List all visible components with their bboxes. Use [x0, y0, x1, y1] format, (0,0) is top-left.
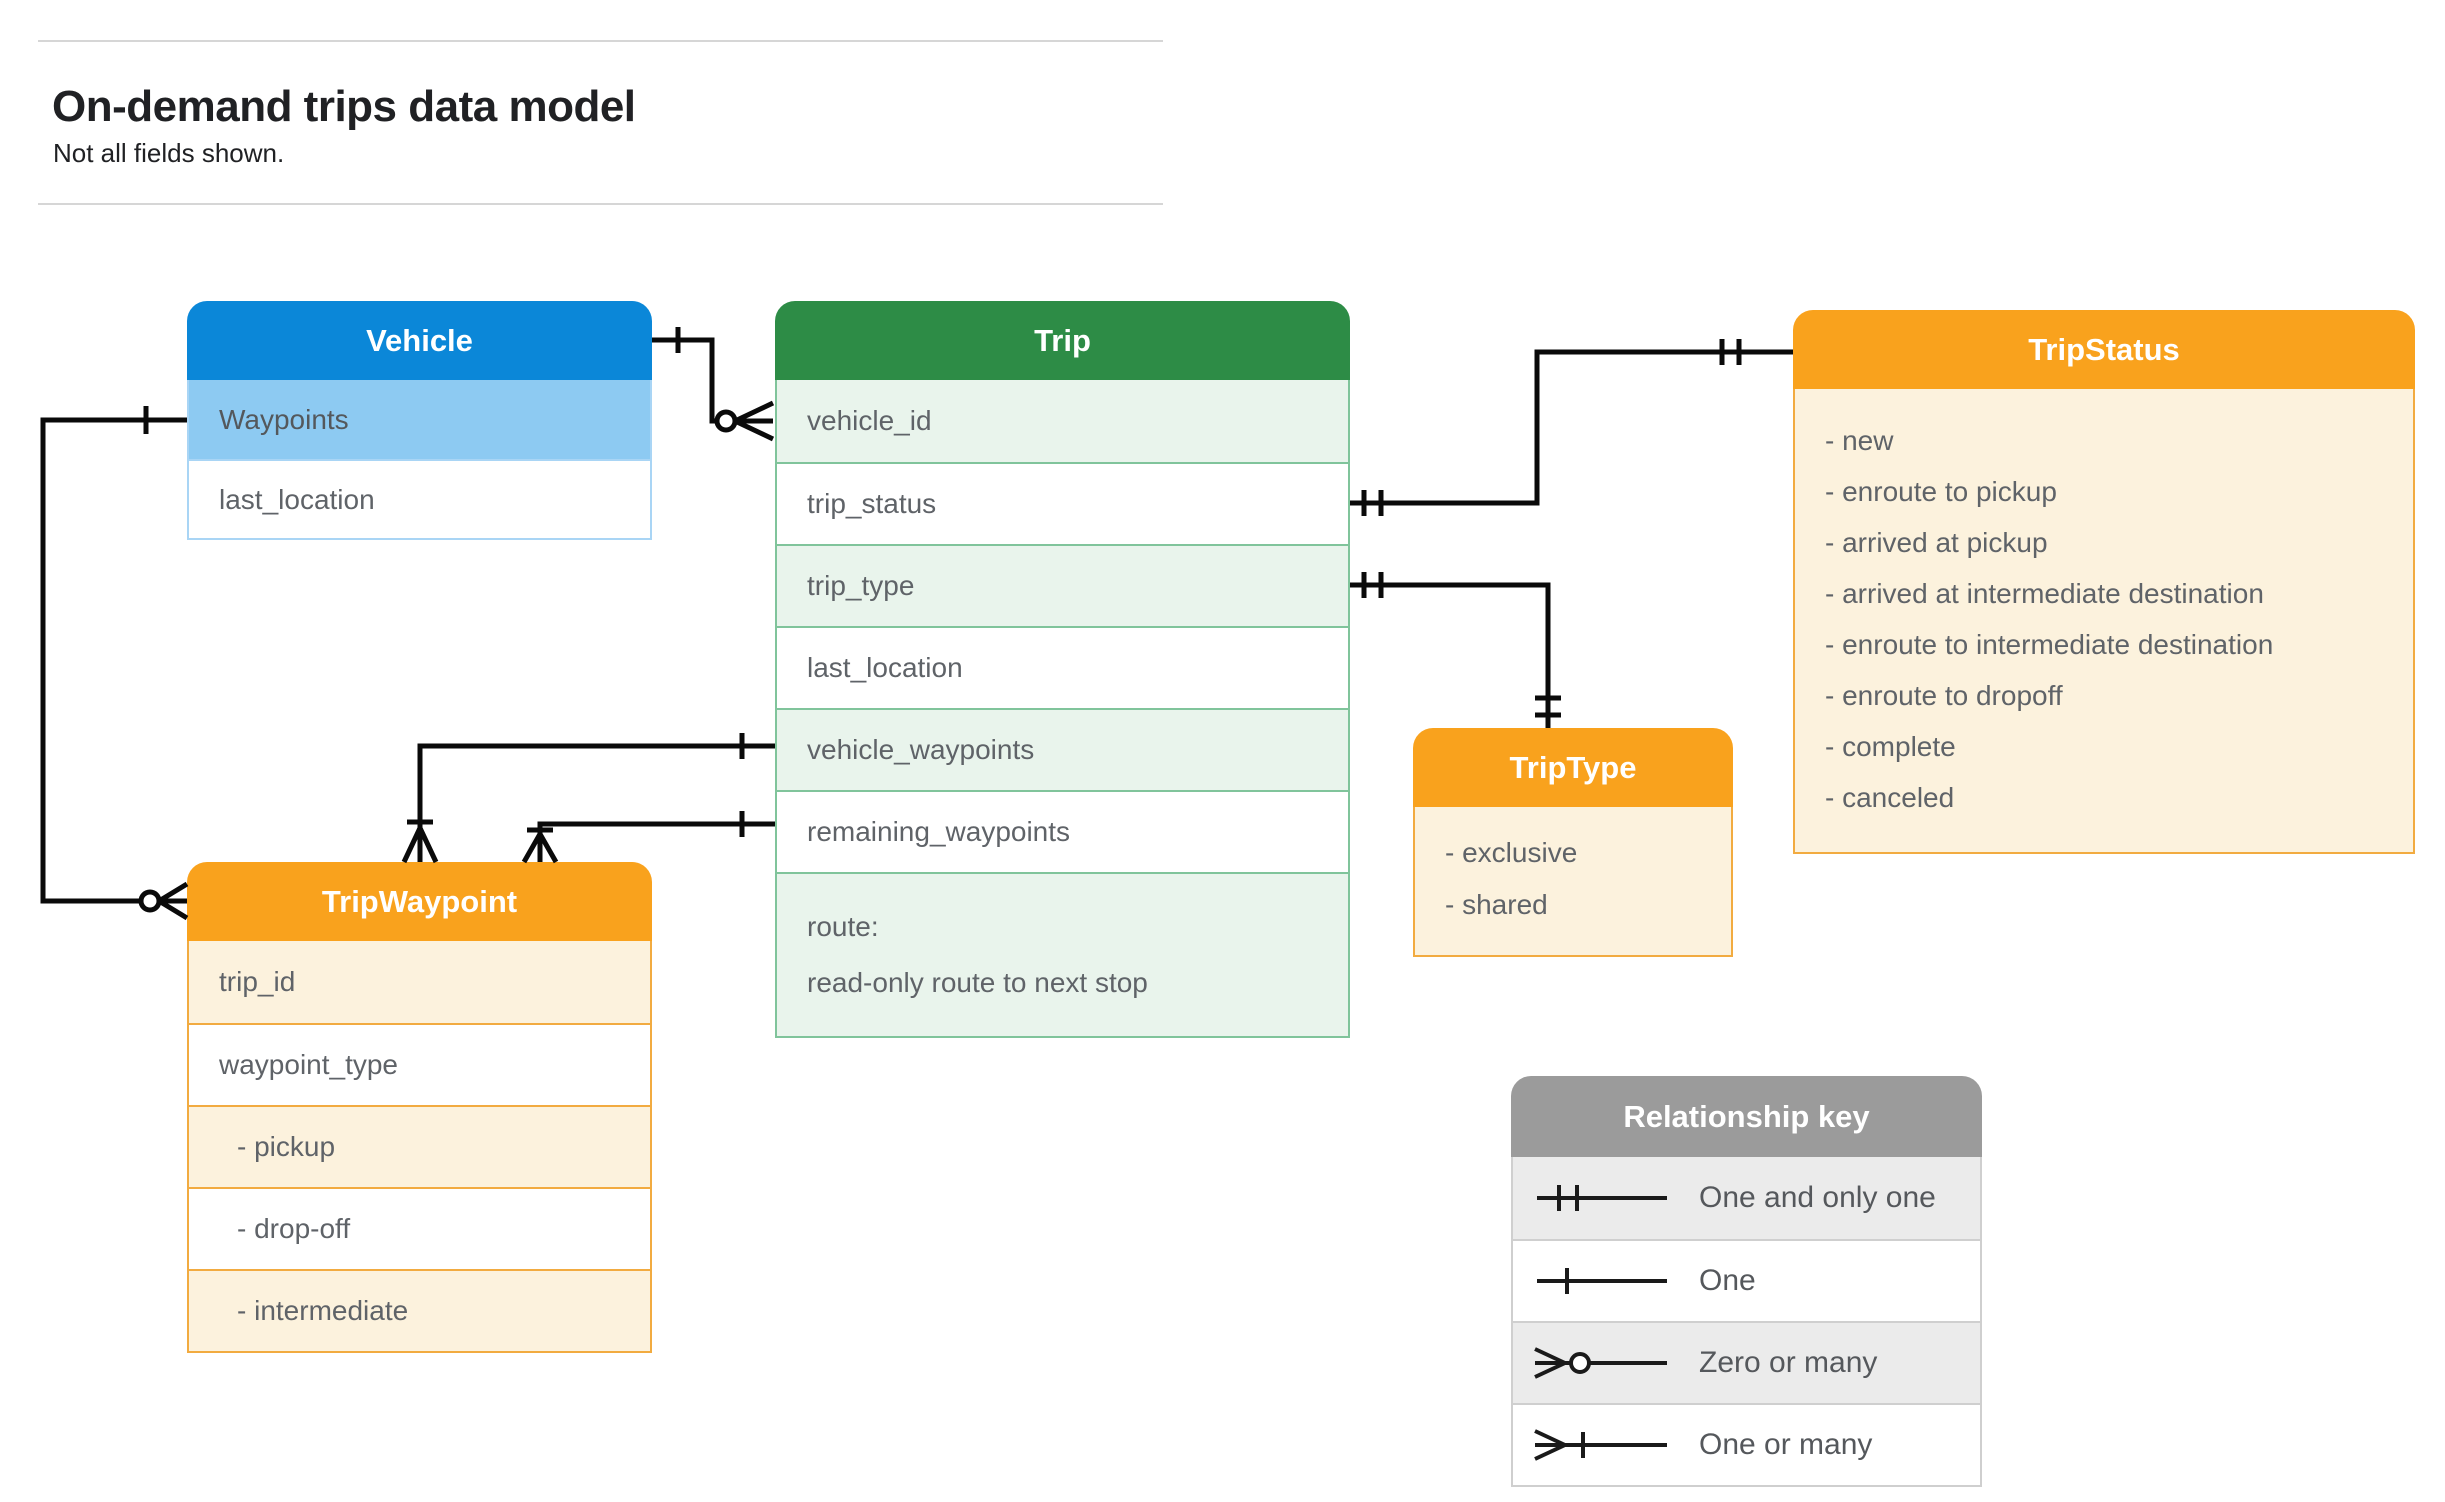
one-or-many-icon	[1534, 1429, 1667, 1461]
tripwaypoint-header: TripWaypoint	[187, 862, 652, 941]
tripstatus-value: - enroute to dropoff	[1825, 680, 2063, 711]
field-vehicle-last-location: last_location	[189, 459, 650, 538]
triptype-header: TripType	[1413, 728, 1733, 807]
page-title: On-demand trips data model	[52, 82, 636, 131]
key-row-one-or-many: One or many	[1513, 1403, 1980, 1485]
key-row-one: One	[1513, 1239, 1980, 1321]
key-label: One and only one	[1699, 1181, 1936, 1214]
tripstatus-value: - enroute to intermediate destination	[1825, 629, 2274, 660]
field-trip-route: route: read-only route to next stop	[777, 872, 1348, 1036]
field-vehicle-waypoints: Waypoints	[189, 380, 650, 459]
vehicle-header: Vehicle	[187, 301, 652, 380]
entity-tripstatus: TripStatus - new - enroute to pickup - a…	[1793, 310, 2415, 854]
field-trip-type: trip_type	[777, 544, 1348, 626]
connector-remaining-waypoints-field	[521, 811, 775, 864]
key-label: One or many	[1699, 1428, 1873, 1461]
field-tripwaypoint-pickup: - pickup	[189, 1105, 650, 1187]
zero-or-many-icon	[1534, 1347, 1667, 1379]
field-trip-remaining-waypoints: remaining_waypoints	[777, 790, 1348, 872]
key-row-zero-or-many: Zero or many	[1513, 1321, 1980, 1403]
relationship-key-header: Relationship key	[1511, 1076, 1982, 1157]
connector-trip-triptype	[1350, 572, 1561, 728]
connector-vehicle-trip	[652, 327, 775, 442]
triptype-value: - exclusive	[1445, 837, 1578, 868]
connector-vehicle-waypoints-field	[401, 733, 775, 864]
connector-trip-tripstatus	[1350, 339, 1793, 516]
triptype-value: - shared	[1445, 889, 1548, 920]
entity-triptype: TripType - exclusive - shared	[1413, 728, 1733, 957]
one-icon	[1537, 1268, 1667, 1294]
tripstatus-value: - complete	[1825, 731, 1956, 762]
key-label: Zero or many	[1699, 1346, 1878, 1379]
top-divider	[38, 40, 1163, 42]
key-label: One	[1699, 1264, 1756, 1297]
trip-header: Trip	[775, 301, 1350, 380]
tripstatus-value: - new	[1825, 425, 1894, 456]
entity-tripwaypoint: TripWaypoint trip_id waypoint_type - pic…	[187, 862, 652, 1353]
entity-trip: Trip vehicle_id trip_status trip_type la…	[775, 301, 1350, 1038]
field-trip-status: trip_status	[777, 462, 1348, 544]
tripstatus-value: - arrived at pickup	[1825, 527, 2048, 558]
entity-vehicle: Vehicle Waypoints last_location	[187, 301, 652, 540]
tripstatus-value: - enroute to pickup	[1825, 476, 2057, 507]
connector-vehicle-waypoints-tripwaypoint	[40, 406, 189, 921]
field-trip-vehicle-waypoints: vehicle_waypoints	[777, 708, 1348, 790]
tripstatus-header: TripStatus	[1793, 310, 2415, 389]
field-tripwaypoint-intermediate: - intermediate	[189, 1269, 650, 1351]
key-row-one-and-only-one: One and only one	[1513, 1157, 1980, 1239]
route-label: route:	[807, 911, 879, 942]
field-tripwaypoint-drop-off: - drop-off	[189, 1187, 650, 1269]
tripstatus-value: - arrived at intermediate destination	[1825, 578, 2264, 609]
field-tripwaypoint-waypoint-type: waypoint_type	[189, 1023, 650, 1105]
field-tripwaypoint-trip-id: trip_id	[189, 941, 650, 1023]
relationship-key: Relationship key One and only one One	[1511, 1076, 1982, 1487]
route-description: read-only route to next stop	[807, 967, 1148, 998]
tripstatus-value: - canceled	[1825, 782, 1955, 813]
field-trip-last-location: last_location	[777, 626, 1348, 708]
field-trip-vehicle-id: vehicle_id	[777, 380, 1348, 462]
bottom-divider	[38, 203, 1163, 205]
page-subtitle: Not all fields shown.	[53, 138, 285, 168]
one-and-only-one-icon	[1537, 1185, 1667, 1211]
